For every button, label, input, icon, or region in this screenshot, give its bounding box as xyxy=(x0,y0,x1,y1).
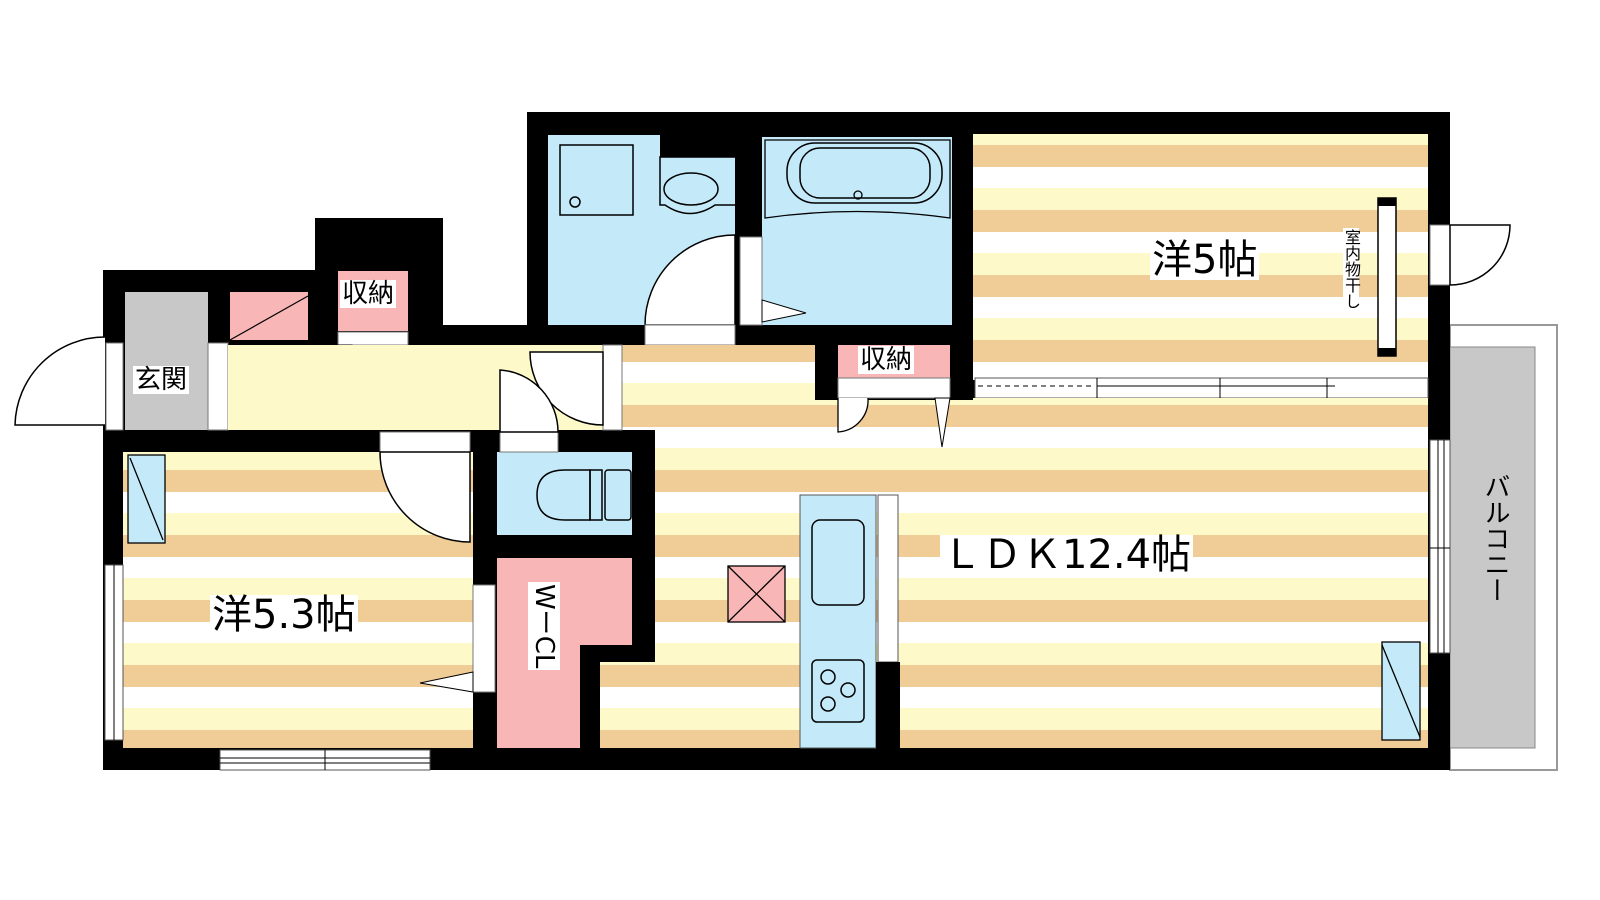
balcony xyxy=(1449,324,1558,771)
stove-icon xyxy=(811,659,865,723)
storage-entry-label: 収納 xyxy=(340,279,397,309)
walk-in-closet-label: WーCL xyxy=(528,582,560,671)
bedroom-north-label: 洋5帖 xyxy=(1150,237,1260,283)
ac-unit-icon xyxy=(1381,641,1421,741)
storage-ldk-label: 収納 xyxy=(858,345,915,375)
toilet-icon xyxy=(536,469,591,521)
fridge-space-icon xyxy=(727,565,786,623)
balcony-label: バルコニー xyxy=(1480,473,1510,603)
bedroom-south-label: 洋5.3帖 xyxy=(210,592,358,638)
indoor-drying-label: 室内物干し xyxy=(1342,228,1361,310)
toilet-room xyxy=(497,452,632,535)
entrance-label: 玄関 xyxy=(133,365,190,395)
ldk-label: ＬＤＫ12.4帖 xyxy=(940,532,1194,578)
balcony-door xyxy=(1449,224,1511,286)
entrance-door xyxy=(14,336,106,426)
sink-icon xyxy=(663,172,719,206)
ac-unit-icon xyxy=(127,454,166,544)
bathroom xyxy=(762,137,952,325)
bathtub-icon xyxy=(764,139,951,219)
sink-icon xyxy=(811,519,865,606)
window-ldk xyxy=(1429,439,1451,654)
entrance-floor xyxy=(125,292,208,430)
